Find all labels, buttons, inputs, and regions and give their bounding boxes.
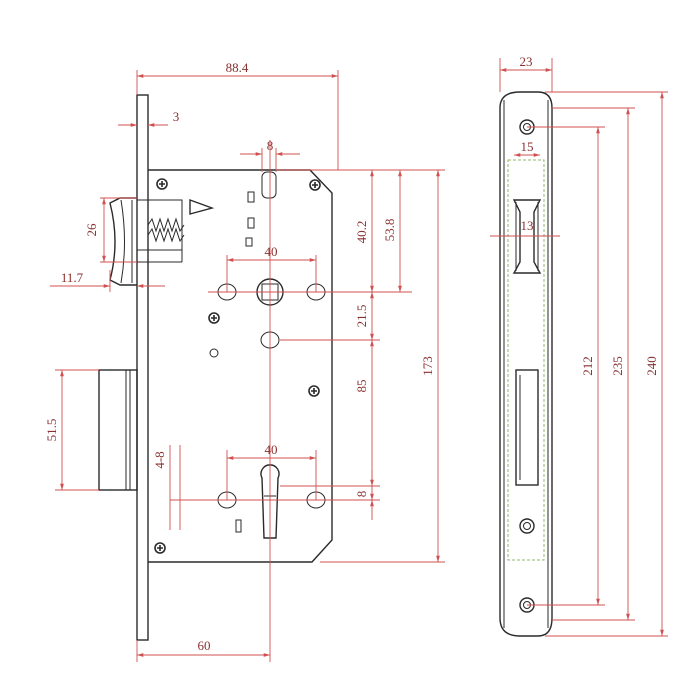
dim-40-cylinder: 40 [265, 442, 278, 457]
dim-13: 13 [521, 218, 534, 233]
latch-bolt [109, 197, 215, 286]
faceplate [136, 94, 149, 641]
latch-arrow-icon [189, 199, 215, 215]
dim-212: 212 [580, 356, 595, 376]
dim-26: 26 [84, 223, 99, 237]
strike-bolt-slot [515, 369, 539, 486]
dim-53-8: 53.8 [382, 219, 397, 242]
strike-plate [499, 91, 553, 637]
strike-plate-view: 23 15 13 212 235 240 [490, 54, 668, 637]
dim-23: 23 [520, 54, 533, 69]
dim-173: 173 [420, 356, 435, 376]
lock-body-view: 88.4 3 8 26 11.7 40.2 53.8 40 21.5 85 17… [44, 60, 445, 662]
dim-8-follower: 8 [267, 138, 274, 153]
dim-8-cylinder: 8 [354, 491, 369, 498]
dim-11-7: 11.7 [61, 270, 84, 285]
strike-guide [507, 159, 545, 561]
dim-4-8: 4-8 [152, 451, 167, 468]
dim-40-follower: 40 [265, 244, 278, 259]
dim-40-2: 40.2 [354, 221, 369, 244]
dim-88-4: 88.4 [226, 60, 249, 75]
cylinder-hole [217, 464, 326, 539]
strike-latch-slot [512, 199, 542, 274]
deadbolt [98, 369, 138, 491]
dim-235: 235 [610, 356, 625, 376]
follower-hub [217, 278, 326, 349]
dim-21-5: 21.5 [354, 305, 369, 328]
dim-60: 60 [198, 638, 211, 653]
dim-15: 15 [521, 139, 534, 154]
dim-3: 3 [173, 109, 180, 124]
dim-51-5: 51.5 [44, 419, 59, 442]
dim-240: 240 [644, 356, 659, 376]
strike-screws [519, 119, 535, 613]
case-features [209, 171, 277, 533]
case-screws [154, 178, 321, 554]
dim-85: 85 [354, 380, 369, 393]
